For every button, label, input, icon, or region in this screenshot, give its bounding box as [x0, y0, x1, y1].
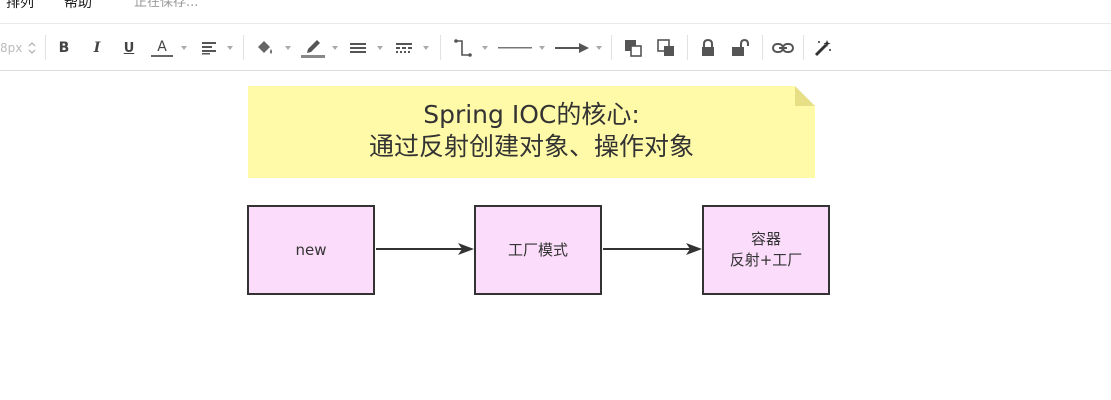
- note-subtitle-line: 通过反射创建对象、操作对象: [368, 132, 694, 161]
- align-button[interactable]: [199, 36, 219, 60]
- underline-button[interactable]: U: [123, 40, 135, 56]
- connector-style-button[interactable]: [452, 36, 474, 60]
- chevron-down-icon[interactable]: [596, 46, 602, 50]
- diagram-canvas[interactable]: Spring IOC的核心: 通过反射创建对象、操作对象 new 工厂模式 容器…: [0, 72, 1111, 400]
- sticky-note[interactable]: Spring IOC的核心: 通过反射创建对象、操作对象: [248, 86, 815, 178]
- pencil-icon: [307, 39, 320, 53]
- line-style-button[interactable]: [497, 36, 533, 60]
- arrow-right-icon: [555, 43, 589, 53]
- link-icon: [772, 43, 794, 53]
- box-label: 容器: [750, 230, 781, 248]
- toolbar: 8px B I U A: [0, 24, 1111, 71]
- bold-button[interactable]: B: [58, 40, 70, 56]
- font-color-button[interactable]: A: [150, 36, 174, 60]
- lock-button[interactable]: [699, 36, 717, 60]
- bring-to-front-icon: [625, 40, 642, 57]
- box-label: 反射+工厂: [729, 251, 803, 269]
- note-corner-fold: [795, 86, 815, 106]
- magic-wand-icon: [814, 40, 831, 57]
- font-color-letter: A: [157, 39, 167, 55]
- menu-bar: 排列 帮助 正在保存...: [0, 0, 1111, 24]
- arrow-new-to-factory[interactable]: [376, 243, 474, 255]
- note-title-line: Spring IOC的核心:: [423, 100, 640, 129]
- arrow-factory-to-container[interactable]: [603, 243, 702, 255]
- chevron-down-icon[interactable]: [285, 46, 291, 50]
- separator: [611, 35, 612, 60]
- dashed-line-icon: [396, 43, 412, 53]
- font-size-field[interactable]: 8px: [0, 36, 38, 60]
- chevron-down-icon[interactable]: [227, 46, 233, 50]
- separator: [243, 35, 244, 60]
- box-label: new: [295, 240, 327, 259]
- line-color-swatch: [301, 54, 325, 58]
- chevron-down-icon[interactable]: [181, 46, 187, 50]
- italic-button[interactable]: I: [93, 40, 101, 56]
- chevron-down-icon[interactable]: [482, 46, 488, 50]
- line-dash-button[interactable]: [394, 36, 414, 60]
- lock-icon: [702, 39, 714, 56]
- menu-help[interactable]: 帮助: [64, 0, 92, 11]
- send-to-back-button[interactable]: [655, 36, 677, 60]
- menu-arrange[interactable]: 排列: [6, 0, 34, 11]
- box-factory-pattern[interactable]: 工厂模式: [474, 205, 602, 295]
- chevron-down-icon[interactable]: [423, 46, 429, 50]
- separator: [440, 35, 441, 60]
- align-left-icon: [202, 42, 216, 55]
- link-button[interactable]: [771, 36, 795, 60]
- unlock-button[interactable]: [730, 36, 750, 60]
- unlock-icon: [732, 39, 749, 56]
- box-label: 工厂模式: [507, 240, 568, 259]
- send-to-back-icon: [657, 39, 674, 56]
- stepper-icon[interactable]: [28, 41, 36, 55]
- box-new[interactable]: new: [247, 205, 375, 295]
- chevron-down-icon[interactable]: [377, 46, 383, 50]
- font-color-swatch: [151, 55, 173, 57]
- save-status: 正在保存...: [134, 0, 199, 10]
- separator: [762, 35, 763, 60]
- box-container[interactable]: 容器 反射+工厂: [702, 205, 830, 295]
- format-wand-button[interactable]: [812, 36, 834, 60]
- separator: [687, 35, 688, 60]
- chevron-down-icon[interactable]: [539, 46, 545, 50]
- font-size-value: 8px: [0, 41, 23, 55]
- separator: [803, 35, 804, 60]
- fill-color-button[interactable]: [254, 36, 276, 60]
- connectors: [376, 243, 702, 255]
- bring-to-front-button[interactable]: [622, 36, 644, 60]
- straight-line-icon: [498, 47, 532, 49]
- line-weight-button[interactable]: [348, 36, 368, 60]
- chevron-down-icon[interactable]: [332, 46, 338, 50]
- line-weight-icon: [350, 43, 366, 53]
- paint-bucket-icon: [258, 41, 272, 54]
- arrow-style-button[interactable]: [554, 36, 590, 60]
- elbow-connector-icon: [454, 39, 472, 57]
- separator: [45, 35, 46, 60]
- line-color-button[interactable]: [300, 36, 326, 60]
